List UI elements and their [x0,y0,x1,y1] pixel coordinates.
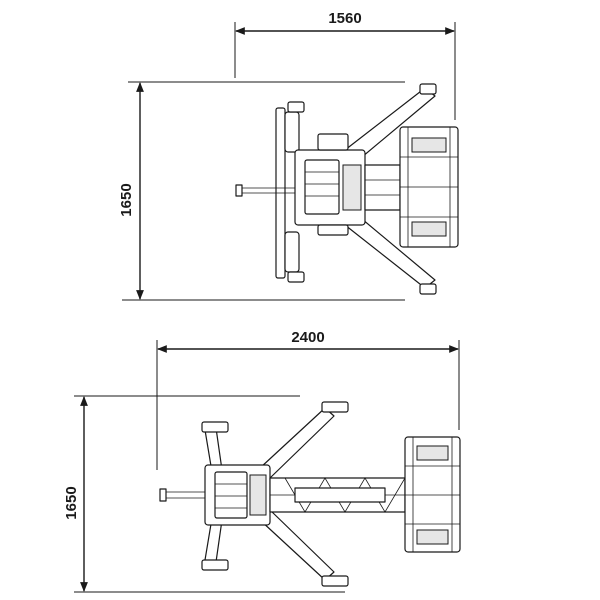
top-stabilizer-end [235,184,243,197]
bottom-hydraulic-unit [249,474,267,516]
top-view: 1560 1650 [118,10,459,301]
bottom-boom-lattice [284,477,406,513]
bottom-width-dimension: 2400 [156,329,460,470]
bottom-view: 2400 1650 [63,329,461,593]
bottom-outrigger-lower-pad [321,575,349,587]
bottom-outrigger-lower [259,509,335,581]
bottom-height-label: 1650 [63,486,80,519]
top-outrigger-lower-pad [419,283,437,295]
bottom-outrigger-upper-pad [321,401,349,413]
top-rear-upper-foot [287,101,305,113]
bottom-width-label: 2400 [291,329,324,346]
top-rear-upper-plate [284,111,300,153]
bottom-rear-leg-upper-pad [201,421,229,433]
bottom-engine-block [214,471,248,519]
bottom-rear-leg-lower-pad [201,559,229,571]
bottom-outrigger-upper [259,407,335,479]
bottom-height-dimension: 1650 [63,395,345,593]
top-machine-drawing [235,83,459,295]
top-outrigger-upper-pad [419,83,437,95]
top-hydraulic-unit [342,164,362,211]
top-cabin-top [317,133,349,151]
top-cabin-bottom [317,224,349,236]
bottom-stabilizer-end [159,488,167,502]
top-rear-lower-foot [287,271,305,283]
top-boom-base [364,164,401,211]
bottom-machine-drawing [159,401,461,587]
top-width-dimension: 1560 [234,10,456,120]
top-width-label: 1560 [328,10,361,27]
top-rear-lower-plate [284,231,300,273]
top-engine-block [304,159,340,215]
top-height-label: 1650 [118,183,135,216]
top-height-dimension: 1650 [118,81,405,301]
